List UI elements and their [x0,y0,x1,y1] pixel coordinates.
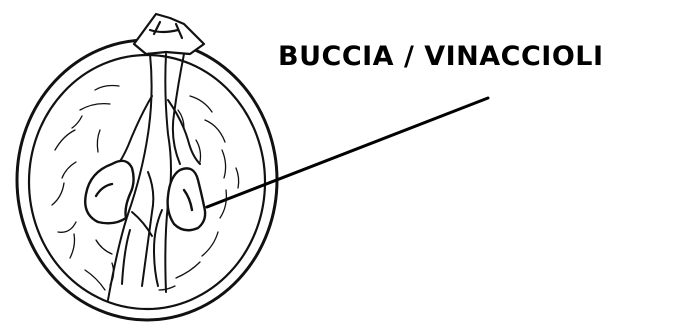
grape-seed-right [168,168,206,230]
part-label: BUCCIA / VINACCIOLI [278,41,604,72]
grape-stem [134,14,204,54]
grape-seed-left [85,161,133,224]
label-leader-line [207,98,488,207]
